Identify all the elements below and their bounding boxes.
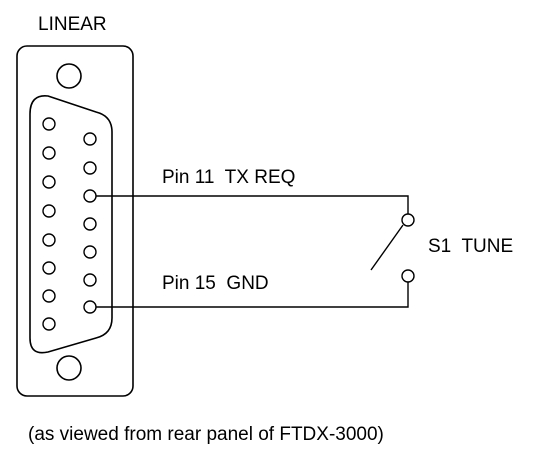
pin-9 (83, 132, 97, 146)
pin-4 (42, 204, 56, 218)
pin-15 (83, 300, 97, 314)
pin-5 (42, 233, 56, 247)
pin-15-label: Pin 15 GND (162, 273, 269, 294)
switch-label: S1 TUNE (428, 236, 513, 257)
connector-shell (16, 45, 134, 397)
switch-contact-top (401, 213, 415, 227)
switch-lever (370, 224, 404, 271)
pin-6 (42, 261, 56, 275)
pin-11 (83, 189, 97, 203)
wire-gnd (96, 282, 409, 308)
pin-11-label: Pin 11 TX REQ (162, 167, 295, 188)
pin-3 (42, 175, 56, 189)
pin-12 (83, 217, 97, 231)
pin-column-right (83, 132, 97, 314)
connector-title: LINEAR (38, 14, 107, 35)
pin-1 (42, 117, 56, 131)
pin-13 (83, 245, 97, 259)
pin-column-left (42, 117, 56, 331)
diagram-caption: (as viewed from rear panel of FTDX-3000) (28, 424, 384, 445)
pin-14 (83, 273, 97, 287)
mounting-hole-top (56, 63, 82, 89)
connector-body (29, 95, 113, 354)
pin-8 (42, 317, 56, 331)
mounting-hole-bottom (56, 355, 82, 381)
pin-2 (42, 146, 56, 160)
switch-contact-bottom (401, 269, 415, 283)
switch-s1 (370, 213, 415, 283)
wire-tx-req (96, 195, 409, 214)
pin-10 (83, 161, 97, 175)
pin-7 (42, 289, 56, 303)
